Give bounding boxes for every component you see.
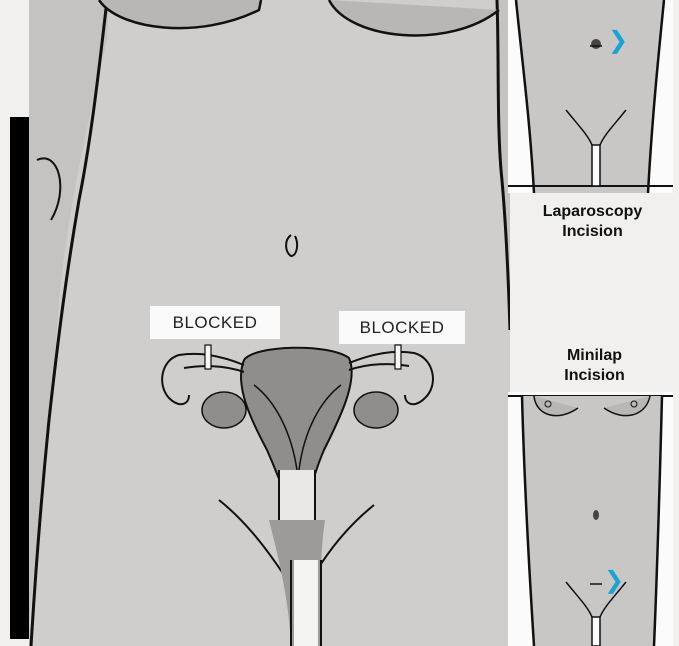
minilap-caption: Minilap Incision — [532, 346, 657, 386]
minilap-inset — [508, 392, 673, 646]
laparoscopy-caption-line2: Incision — [515, 222, 670, 242]
chevron-right-icon: ❯ — [604, 568, 624, 592]
laparoscopy-caption: Laparoscopy Incision — [515, 202, 670, 242]
laparoscopy-caption-line1: Laparoscopy — [515, 202, 670, 222]
main-body-illustration: BLOCKED BLOCKED — [29, 0, 510, 646]
laparoscopy-torso-drawing — [508, 0, 673, 193]
minilap-torso-drawing — [508, 392, 673, 646]
chevron-right-icon: ❯ — [608, 28, 628, 52]
blocked-label-left: BLOCKED — [150, 306, 280, 339]
minilap-caption-line1: Minilap — [532, 346, 657, 366]
blocked-label-right: BLOCKED — [339, 311, 465, 344]
minilap-caption-line2: Incision — [532, 366, 657, 386]
laparoscopy-inset — [508, 0, 673, 193]
left-border-bar — [10, 117, 29, 639]
